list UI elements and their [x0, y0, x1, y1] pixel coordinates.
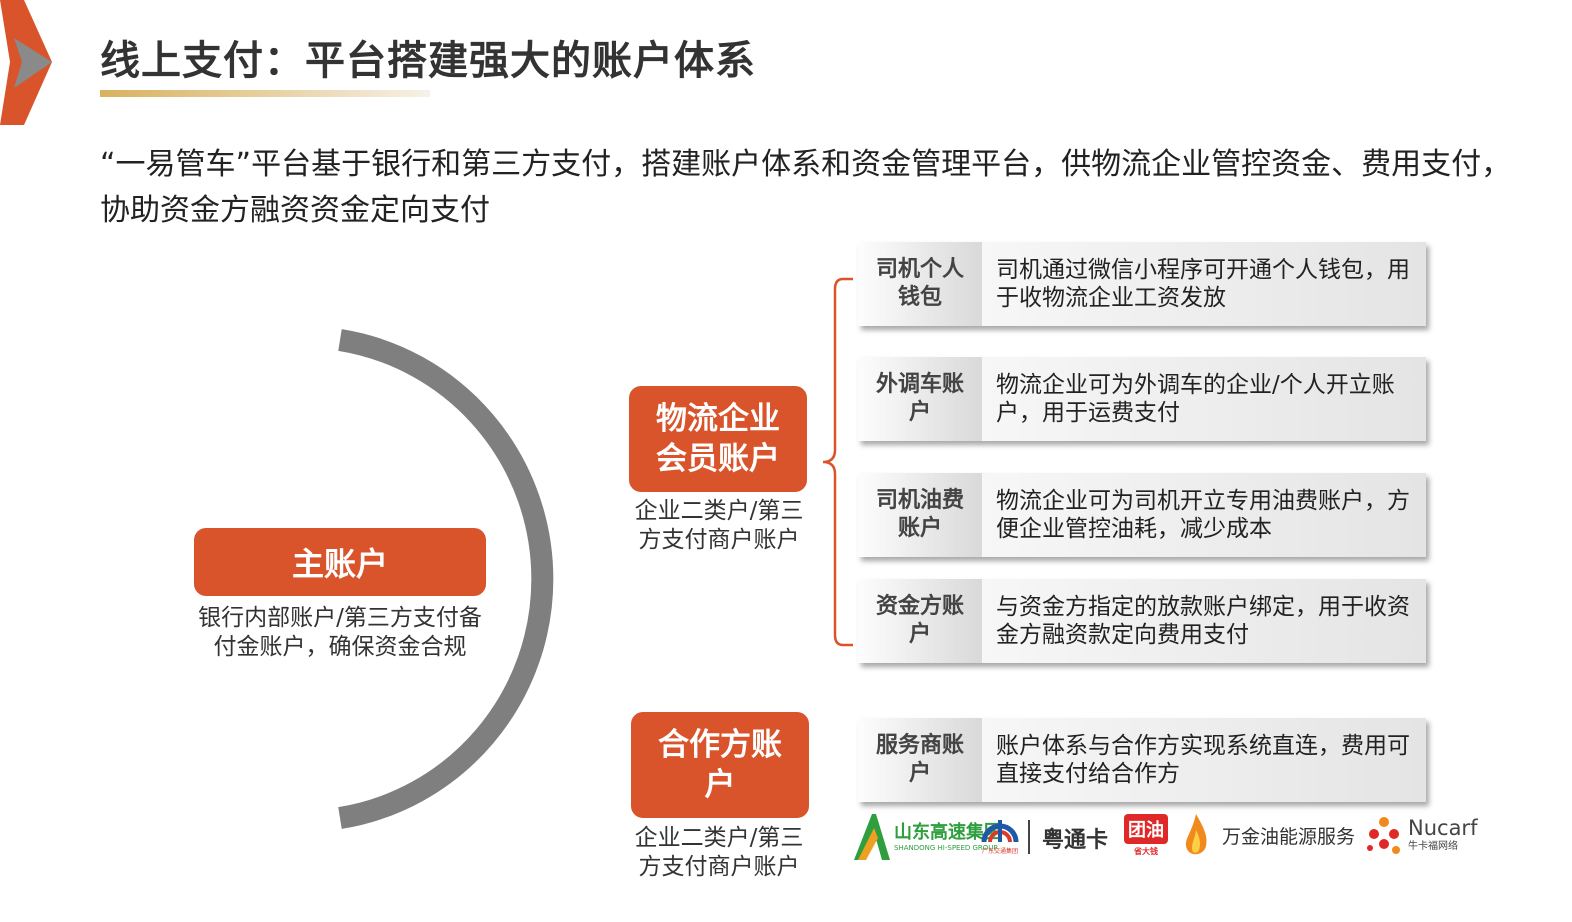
wanjin-logo: 万金油能源服务	[1222, 826, 1356, 848]
partner-logos: 山东高速集团 SHANDONG HI-SPEED GROUP 广东交通集团 粤通…	[852, 808, 1482, 870]
guangdong-transport-logo: 广东交通集团	[980, 812, 1020, 855]
shandong-english: SHANDONG HI-SPEED GROUP	[894, 843, 998, 852]
shandong-name: 山东高速集团	[894, 821, 1002, 843]
main-account-desc: 银行内部账户/第三方支付备付金账户，确保资金合规	[198, 605, 482, 660]
card-text: 物流企业可为外调车的企业/个人开立账户，用于运费支付	[982, 357, 1426, 441]
shandong-hispeed-logo: 山东高速集团 SHANDONG HI-SPEED GROUP	[852, 812, 1002, 862]
card-driver-fuel-account: 司机油费账户 物流企业可为司机开立专用油费账户，方便企业管控油耗，减少成本	[858, 473, 1426, 557]
card-external-vehicle-account: 外调车账户 物流企业可为外调车的企业/个人开立账户，用于运费支付	[858, 357, 1426, 441]
logo-divider	[1028, 820, 1030, 854]
nucarf-name: Nucarf	[1408, 816, 1478, 840]
tuanyou-sub: 省大钱	[1134, 847, 1158, 856]
main-account-badge: 主账户	[194, 528, 486, 596]
sub-account-bracket	[822, 277, 853, 647]
logistics-account-desc: 企业二类户/第三方支付商户账户	[634, 498, 804, 553]
yuetongka-logo: 粤通卡	[1042, 827, 1109, 852]
card-label: 资金方账户	[858, 579, 982, 663]
card-service-provider-account: 服务商账户 账户体系与合作方实现系统直连，费用可直接支付给合作方	[858, 718, 1426, 802]
card-label: 外调车账户	[858, 357, 982, 441]
card-label: 服务商账户	[858, 718, 982, 802]
title-underline	[100, 90, 430, 97]
intro-paragraph: “一易管车”平台基于银行和第三方支付，搭建账户体系和资金管理平台，供物流企业管控…	[100, 147, 1512, 228]
guangdong-emblem-icon	[981, 820, 1019, 843]
tuanyou-badge: 团油	[1124, 814, 1168, 844]
card-driver-wallet: 司机个人钱包 司机通过微信小程序可开通个人钱包，用于收物流企业工资发放	[858, 242, 1426, 326]
corner-arrow-decoration	[0, 0, 52, 125]
card-label: 司机油费账户	[858, 473, 982, 557]
card-funder-account: 资金方账户 与资金方指定的放款账户绑定，用于收资金方融资款定向费用支付	[858, 579, 1426, 663]
page-title: 线上支付：平台搭建强大的账户体系	[100, 38, 756, 84]
card-text: 司机通过微信小程序可开通个人钱包，用于收物流企业工资发放	[982, 242, 1426, 326]
logistics-account-badge: 物流企业会员账户	[629, 386, 807, 492]
account-arc	[338, 329, 554, 829]
flame-icon	[1185, 814, 1207, 855]
partner-account-desc: 企业二类户/第三方支付商户账户	[634, 825, 804, 880]
card-text: 与资金方指定的放款账户绑定，用于收资金方融资款定向费用支付	[982, 579, 1426, 663]
guangdong-caption: 广东交通集团	[981, 848, 1018, 855]
nucarf-dots-icon	[1367, 817, 1400, 854]
card-text: 物流企业可为司机开立专用油费账户，方便企业管控油耗，减少成本	[982, 473, 1426, 557]
shandong-mark-icon	[854, 814, 890, 860]
tuanyou-logo: 团油 省大钱	[1124, 814, 1168, 857]
nucarf-logo: Nucarf 牛卡福网络	[1408, 816, 1477, 854]
nucarf-cn-name: 牛卡福网络	[1408, 841, 1458, 852]
card-label: 司机个人钱包	[858, 242, 982, 326]
partner-account-badge: 合作方账户	[631, 712, 809, 818]
card-text: 账户体系与合作方实现系统直连，费用可直接支付给合作方	[982, 718, 1426, 802]
